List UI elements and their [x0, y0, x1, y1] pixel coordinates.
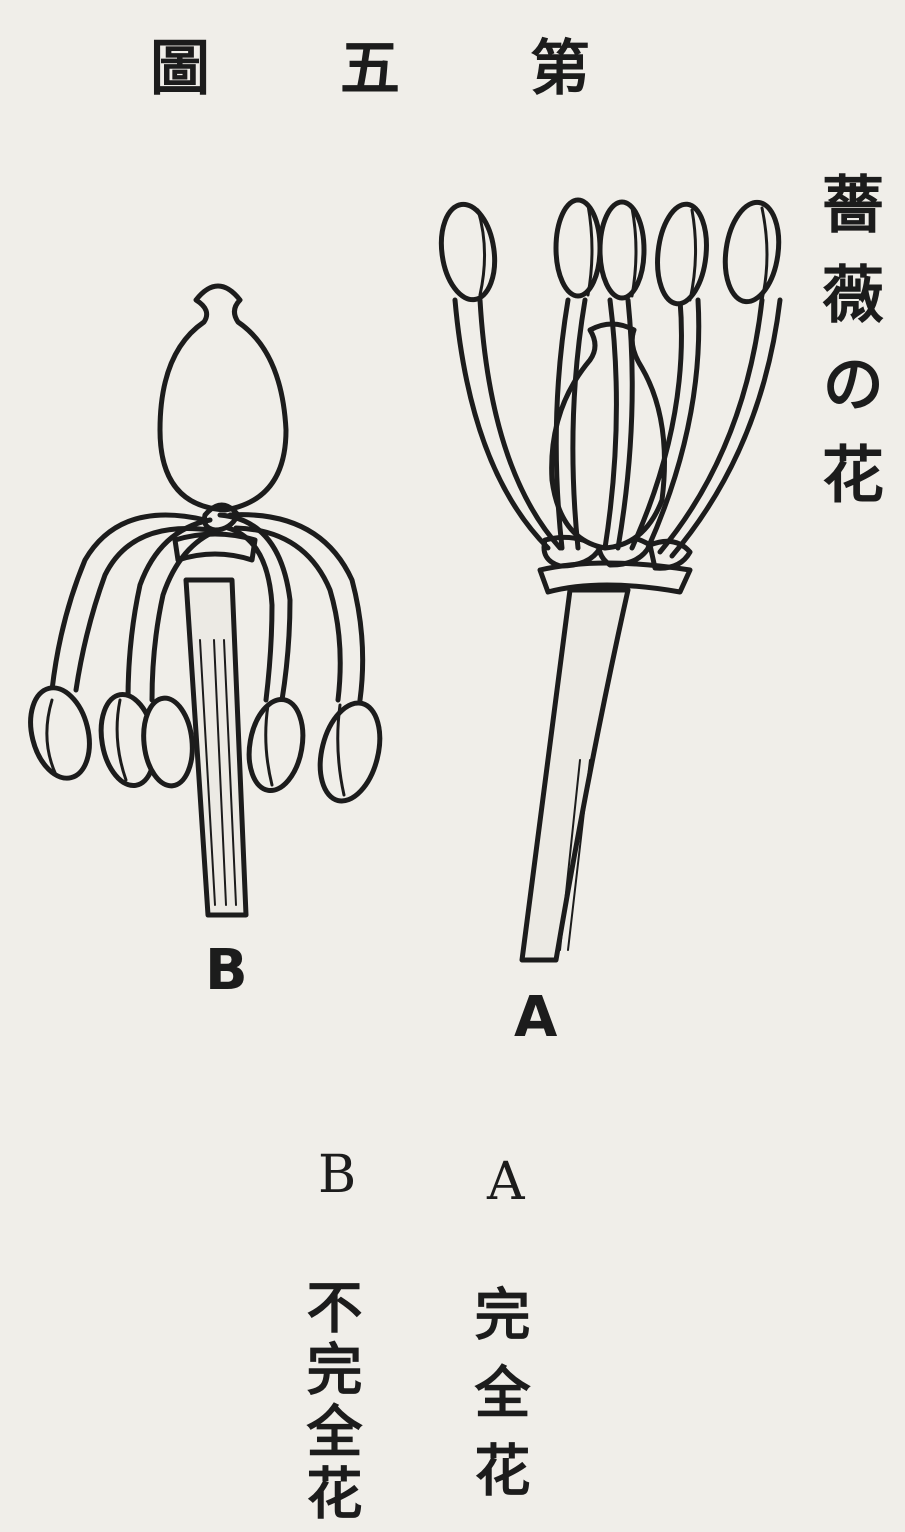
caption-b-text: 不完全花 [302, 1278, 358, 1526]
caption-a-letter: A [487, 1152, 525, 1212]
figure-b-drawing [22, 286, 390, 915]
caption-b-letter: B [318, 1145, 356, 1205]
figure-a-label: A [514, 985, 557, 1050]
caption-a-text: 完全花 [470, 1285, 526, 1519]
figure-b-label: B [205, 938, 248, 1003]
figure-a-drawing [436, 199, 785, 960]
